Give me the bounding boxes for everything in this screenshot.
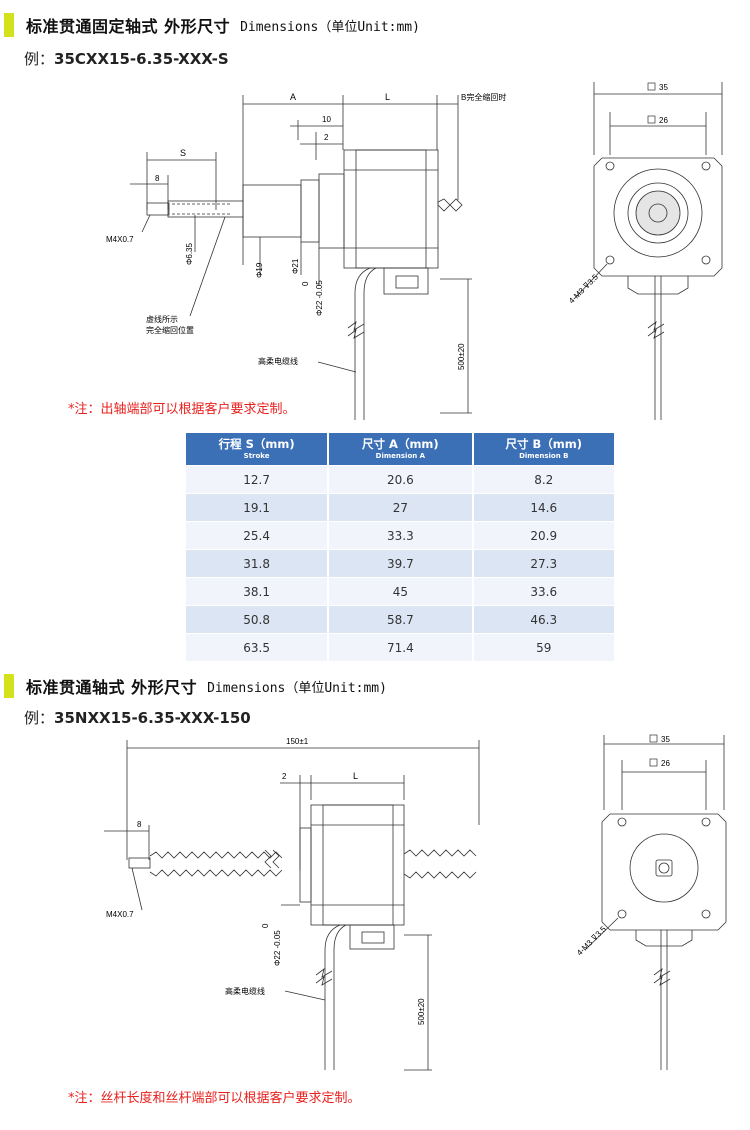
m3-label: 4-M3 ⊽3.5 xyxy=(575,924,608,957)
cell: 59 xyxy=(473,633,614,661)
dashed-note-line2: 完全缩回位置 xyxy=(146,325,194,335)
sq26-label: 26 xyxy=(647,115,668,125)
stroke-dimension-table: 行程 S（mm)Stroke 尺寸 A（mm)Dimension A 尺寸 B（… xyxy=(186,433,614,661)
section2-header: 标准贯通轴式 外形尺寸 Dimensions（单位Unit:mm) xyxy=(0,673,387,699)
dim-8-label: 8 xyxy=(137,820,142,829)
section1-header: 标准贯通固定轴式 外形尺寸 Dimensions（单位Unit:mm) xyxy=(0,12,420,38)
section1-example: 例：35CXX15-6.35-XXX-S xyxy=(24,48,229,69)
d21-label: Φ21 xyxy=(291,258,300,274)
cell: 71.4 xyxy=(329,633,474,661)
len500-label: 500±20 xyxy=(417,998,426,1025)
cell: 14.6 xyxy=(473,493,614,521)
cell: 8.2 xyxy=(473,465,614,493)
section2-note: *注：丝杆长度和丝杆端部可以根据客户要求定制。 xyxy=(68,1091,361,1106)
dim-10-label: 10 xyxy=(322,115,331,124)
cell: 63.5 xyxy=(186,633,330,661)
accent-bar xyxy=(4,674,14,698)
example-prefix: 例： xyxy=(24,709,55,727)
cell: 46.3 xyxy=(473,605,614,633)
cell: 27 xyxy=(329,493,474,521)
drawing-through-shaft: 150±1 2 L 8 M4X0.7 0 Φ22 -0.05 高柔电缆线 500… xyxy=(104,734,727,1071)
m4-label: M4X0.7 xyxy=(106,910,134,919)
sq35-label: 35 xyxy=(647,82,668,92)
cell: 38.1 xyxy=(186,577,330,605)
cell: 45 xyxy=(329,577,474,605)
example-prefix: 例： xyxy=(24,50,55,68)
d22-label: Φ22 -0.05 xyxy=(273,930,282,966)
svg-text:26: 26 xyxy=(659,116,668,125)
section1-title: 标准贯通固定轴式 外形尺寸 xyxy=(26,17,231,36)
example-model: 35NXX15-6.35-XXX-150 xyxy=(54,709,251,727)
dim-2-label: 2 xyxy=(282,772,287,781)
m3-label: 4-M3 ⊽3.5 xyxy=(567,272,600,305)
dim-b-label: B完全缩回时 xyxy=(461,92,506,102)
sq26-label: 26 xyxy=(649,758,670,768)
dim-2-label: 2 xyxy=(324,133,329,142)
section1-note: *注：出轴端部可以根据客户要求定制。 xyxy=(68,402,296,417)
header-stroke: 行程 S（mm)Stroke xyxy=(186,433,330,465)
m4-label: M4X0.7 xyxy=(106,235,134,244)
cell: 58.7 xyxy=(329,605,474,633)
section2-example: 例：35NXX15-6.35-XXX-150 xyxy=(24,707,251,728)
cable-label: 高柔电缆线 xyxy=(225,986,265,996)
drawing-fixed-shaft: A L B完全缩回时 10 2 S 8 M4X0.7 Φ6.35 Φ19 Φ21… xyxy=(106,82,723,420)
svg-text:35: 35 xyxy=(661,735,670,744)
cell: 27.3 xyxy=(473,549,614,577)
cell: 20.9 xyxy=(473,521,614,549)
accent-bar xyxy=(4,13,14,37)
zero-label: 0 xyxy=(301,281,310,286)
cell: 39.7 xyxy=(329,549,474,577)
header-dimension-b: 尺寸 B（mm)Dimension B xyxy=(473,433,614,465)
d635-label: Φ6.35 xyxy=(185,242,194,265)
dashed-note-line1: 虚线所示 xyxy=(146,314,178,324)
cell: 31.8 xyxy=(186,549,330,577)
cell: 12.7 xyxy=(186,465,330,493)
dim-s-label: S xyxy=(180,148,186,158)
dim-8-label: 8 xyxy=(155,174,160,183)
len500-label: 500±20 xyxy=(457,343,466,370)
cell: 25.4 xyxy=(186,521,330,549)
cell: 33.6 xyxy=(473,577,614,605)
dim-l-label: L xyxy=(385,92,390,102)
svg-text:26: 26 xyxy=(661,759,670,768)
svg-text:35: 35 xyxy=(659,83,668,92)
section2-title: 标准贯通轴式 外形尺寸 xyxy=(26,678,198,697)
cell: 20.6 xyxy=(329,465,474,493)
d19-label: Φ19 xyxy=(255,262,264,278)
dim-a-label: A xyxy=(290,92,296,102)
cell: 50.8 xyxy=(186,605,330,633)
d22-label: Φ22 -0.05 xyxy=(315,280,324,316)
cell: 33.3 xyxy=(329,521,474,549)
sq35-label: 35 xyxy=(649,734,670,744)
zero-label: 0 xyxy=(261,923,270,928)
cable-label: 高柔电缆线 xyxy=(258,356,298,366)
header-dimension-a: 尺寸 A（mm)Dimension A xyxy=(329,433,474,465)
table-header-row: 行程 S（mm)Stroke 尺寸 A（mm)Dimension A 尺寸 B（… xyxy=(186,433,614,465)
section1-dimensions-label: Dimensions（单位Unit:mm) xyxy=(240,19,420,35)
total-length-label: 150±1 xyxy=(286,737,309,746)
section2-dimensions-label: Dimensions（单位Unit:mm) xyxy=(207,680,387,696)
dim-l-label: L xyxy=(353,771,358,781)
example-model: 35CXX15-6.35-XXX-S xyxy=(54,50,229,68)
cell: 19.1 xyxy=(186,493,330,521)
